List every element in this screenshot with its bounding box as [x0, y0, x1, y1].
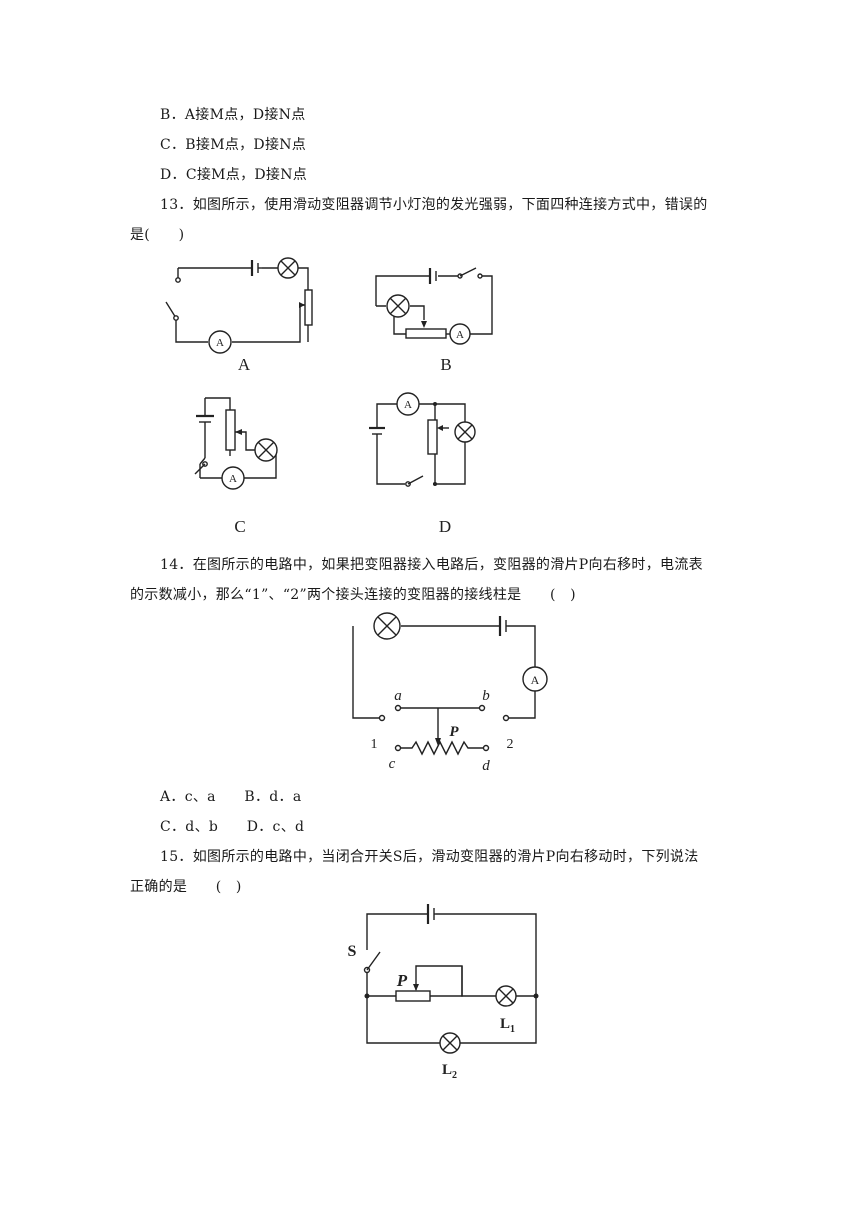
circuit-a-label: A: [238, 355, 251, 374]
terminal-d: d: [482, 758, 490, 774]
q15-circuit: S P L1 L2: [348, 904, 539, 1081]
q13-circuit-c: A C: [194, 397, 278, 536]
circuit-d-label: D: [439, 517, 451, 536]
q12-option-b: B．A接M点，D接N点: [160, 107, 306, 123]
switch-s-label: S: [348, 943, 357, 960]
lamp-l2-label: L2: [442, 1062, 457, 1081]
q14-stem-line2: 的示数减小，那么“1”、“2”两个接头连接的变阻器的接线柱是 ( ): [130, 587, 576, 603]
svg-text:A: A: [531, 673, 540, 687]
q13-circuit-d: A D: [369, 392, 476, 536]
circuit-c-label: C: [234, 517, 245, 536]
ammeter-label: A: [216, 337, 224, 349]
q13-circuit-a: A A: [165, 257, 313, 374]
q15-stem-line2: 正确的是 ( ): [130, 879, 242, 895]
q13-stem-line1: 13．如图所示，使用滑动变阻器调节小灯泡的发光强弱，下面四种连接方式中，错误的: [160, 197, 708, 213]
svg-text:A: A: [404, 399, 412, 411]
q14-options-line1: A．c、a B．d．a: [160, 789, 302, 805]
q15-stem-line1: 15．如图所示的电路中，当闭合开关S后，滑动变阻器的滑片P向右移动时，下列说法: [160, 849, 699, 865]
connector-2: 2: [507, 737, 514, 752]
terminal-b: b: [482, 688, 490, 704]
slider-p-label: P: [449, 724, 459, 740]
slider-p-label: P: [396, 971, 408, 990]
lamp-l1-label: L1: [500, 1016, 515, 1035]
q12-option-d: D．C接M点，D接N点: [160, 167, 308, 183]
q13-circuit-b: A B: [375, 267, 493, 374]
q14-options-line2: C．d、b D．c、d: [160, 819, 305, 835]
q12-option-c: C．B接M点，D接N点: [160, 137, 307, 153]
q14-circuit: A a b c d P 1 2: [352, 612, 548, 774]
svg-text:A: A: [456, 329, 464, 341]
connector-1: 1: [371, 737, 378, 752]
circuit-b-label: B: [440, 355, 451, 374]
terminal-a: a: [394, 688, 402, 704]
svg-text:A: A: [229, 473, 237, 485]
q13-stem-line2: 是( ): [130, 227, 185, 243]
terminal-c: c: [389, 756, 396, 772]
q14-stem-line1: 14．在图所示的电路中，如果把变阻器接入电路后，变阻器的滑片P向右移时，电流表: [160, 557, 703, 573]
